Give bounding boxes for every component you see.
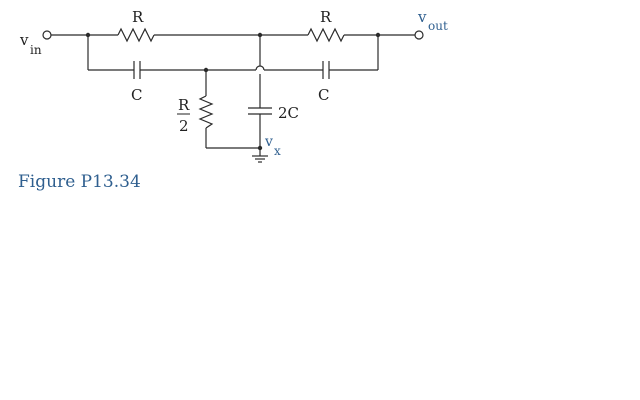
label-c-left: C <box>131 86 142 104</box>
label-r-half-den: 2 <box>179 117 189 135</box>
ground-icon <box>252 155 268 163</box>
label-vx-sub: x <box>274 144 281 158</box>
label-c-right: C <box>318 86 329 104</box>
label-vin-sub: in <box>30 43 42 57</box>
resistor-top-right <box>307 27 345 43</box>
label-2c: 2C <box>278 104 299 122</box>
vin-terminal <box>42 30 52 40</box>
node-vx <box>257 145 263 151</box>
label-r-top-left: R <box>132 8 144 26</box>
wire-crossover <box>255 65 265 71</box>
label-vx-v: v <box>264 134 273 150</box>
label-vout-v: v <box>417 8 427 26</box>
vout-terminal <box>414 30 424 40</box>
figure-caption: Figure P13.34 <box>18 172 141 192</box>
resistor-top-left <box>117 27 155 43</box>
label-vin-v: v <box>19 31 29 49</box>
label-vout-sub: out <box>428 19 448 33</box>
label-r-half-num: R <box>178 96 190 114</box>
label-r-top-right: R <box>320 8 332 26</box>
resistor-r-half <box>198 95 214 129</box>
